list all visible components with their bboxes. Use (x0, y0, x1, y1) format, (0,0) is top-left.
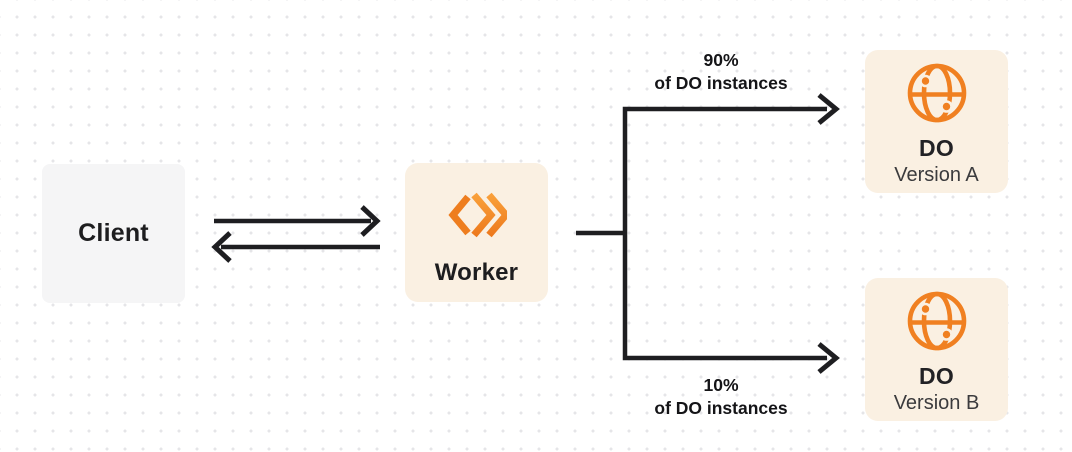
client-to-worker-arrowhead (360, 205, 381, 237)
do-version-b-node: DO Version B (865, 278, 1008, 421)
do-version-a-node: DO Version A (865, 50, 1008, 193)
do-a-subtitle: Version A (894, 164, 979, 187)
branch-label-90-percent: 90% of DO instances (611, 49, 831, 95)
do-b-title: DO (919, 363, 954, 389)
do-b-subtitle: Version B (893, 392, 980, 415)
branch-label-90-percent-caption: of DO instances (654, 73, 788, 93)
client-node: Client (42, 164, 185, 303)
branch-bracket (622, 106, 827, 361)
worker-label: Worker (434, 259, 519, 286)
worker-to-client-arrowhead (211, 231, 232, 263)
worker-node: Worker (405, 163, 548, 302)
branch-top-arrowhead (817, 93, 840, 125)
globe-icon (906, 62, 968, 124)
do-a-title: DO (919, 135, 954, 161)
branch-label-10-percent-caption: of DO instances (654, 398, 788, 418)
branch-label-10-percent: 10% of DO instances (611, 374, 831, 420)
globe-icon (906, 290, 968, 352)
workers-chevrons-icon (447, 187, 511, 243)
branch-bottom-arrowhead (817, 342, 840, 374)
client-label: Client (78, 219, 149, 247)
branch-label-10-percent-value: 10% (703, 375, 739, 395)
branch-label-90-percent-value: 90% (703, 50, 739, 70)
